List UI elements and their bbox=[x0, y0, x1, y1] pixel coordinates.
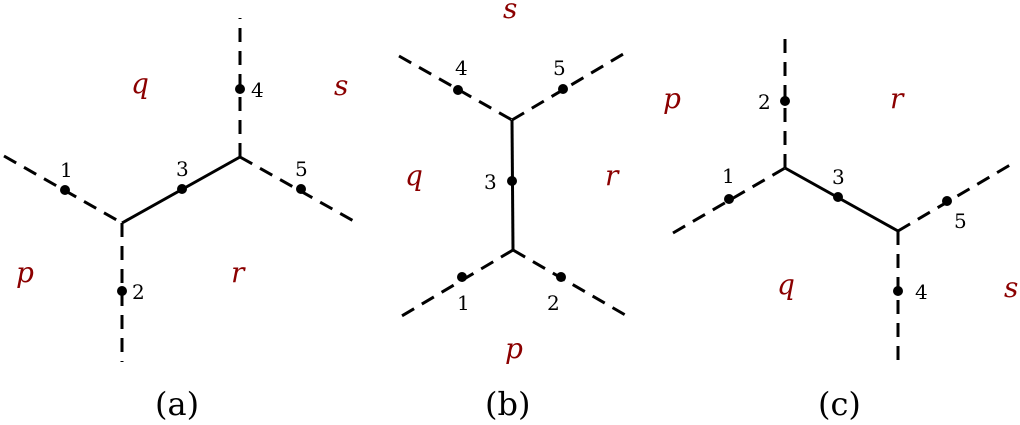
region-label: p bbox=[663, 82, 681, 115]
point-label: 5 bbox=[954, 209, 967, 233]
point-2 bbox=[117, 286, 127, 296]
point-1 bbox=[724, 194, 734, 204]
region-label: q bbox=[405, 159, 423, 192]
region-label: s bbox=[1004, 271, 1018, 304]
point-2 bbox=[556, 272, 566, 282]
point-label: 5 bbox=[553, 56, 566, 80]
leaf-edge-5 bbox=[511, 51, 626, 122]
point-4 bbox=[893, 286, 903, 296]
point-4 bbox=[453, 85, 463, 95]
region-label: r bbox=[890, 82, 905, 115]
panel-b: 4 5 3 1 2 s q r p (b) bbox=[398, 0, 628, 423]
point-1 bbox=[457, 272, 467, 282]
region-label: r bbox=[605, 159, 620, 192]
point-3 bbox=[833, 192, 843, 202]
point-label: 2 bbox=[132, 280, 145, 304]
region-label: p bbox=[505, 332, 523, 365]
point-1 bbox=[60, 185, 70, 195]
point-label: 5 bbox=[295, 157, 308, 181]
point-label: 2 bbox=[547, 291, 560, 315]
region-label: q bbox=[131, 67, 149, 100]
caption: (a) bbox=[155, 385, 199, 423]
point-label: 2 bbox=[758, 90, 771, 114]
leaf-edge-2 bbox=[512, 248, 628, 318]
region-label: r bbox=[231, 256, 246, 289]
point-3 bbox=[507, 176, 517, 186]
point-5 bbox=[942, 196, 952, 206]
panel-c: 2 1 3 5 4 p r q s (c) bbox=[663, 37, 1018, 423]
point-label: 4 bbox=[915, 280, 928, 304]
point-2 bbox=[780, 96, 790, 106]
point-5 bbox=[558, 84, 568, 94]
point-label: 1 bbox=[457, 291, 470, 315]
region-label: q bbox=[777, 268, 795, 301]
region-label: s bbox=[334, 69, 348, 102]
caption: (c) bbox=[818, 385, 861, 423]
caption: (b) bbox=[485, 385, 530, 423]
region-label: s bbox=[503, 0, 517, 25]
point-label: 1 bbox=[60, 158, 73, 182]
region-label: p bbox=[16, 256, 34, 289]
point-label: 3 bbox=[832, 165, 845, 189]
point-label: 1 bbox=[722, 164, 735, 188]
point-label: 3 bbox=[176, 157, 189, 181]
point-3 bbox=[177, 184, 187, 194]
point-5 bbox=[296, 184, 306, 194]
point-label: 4 bbox=[251, 78, 264, 102]
panel-a: 1 2 3 4 5 q s p r (a) bbox=[3, 18, 360, 423]
point-label: 3 bbox=[484, 170, 497, 194]
point-label: 4 bbox=[455, 56, 468, 80]
point-4 bbox=[235, 84, 245, 94]
